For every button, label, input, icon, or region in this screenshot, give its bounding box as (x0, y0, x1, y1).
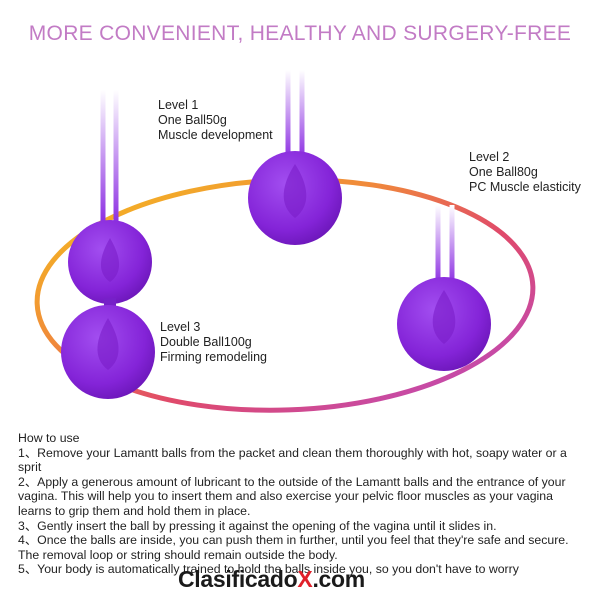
watermark-text-2: .com (312, 566, 365, 592)
step-4: 4、Once the balls are inside, you can pus… (18, 533, 569, 562)
step-5: 5、Your body is automatically trained to … (18, 562, 519, 577)
step-1: 1、Remove your Lamantt balls from the pac… (18, 445, 567, 475)
how-to-title: How to use (18, 431, 80, 445)
page-headline: MORE CONVENIENT, HEALTHY AND SURGERY-FRE… (28, 22, 572, 45)
watermark-text-1: Clasificado (178, 566, 298, 592)
single-ball-80g-product (397, 205, 491, 371)
level-title: Level 1 (158, 98, 199, 112)
level-benefit: PC Muscle elasticity (469, 180, 581, 194)
watermark-logo: ClasificadoX.com (178, 566, 365, 593)
level-title: Level 2 (469, 150, 510, 164)
step-2: 2、Apply a generous amount of lubricant t… (18, 474, 566, 518)
how-to-use-section: How to use 1、Remove your Lamantt balls f… (18, 431, 586, 577)
level-title: Level 3 (160, 320, 201, 334)
double-ball-product (61, 90, 155, 399)
watermark-x: X (297, 566, 313, 592)
level-weight: One Ball50g (158, 113, 227, 127)
level-3-label: Level 3 Double Ball100g Firming remodeli… (160, 320, 267, 365)
level-benefit: Muscle development (158, 128, 273, 142)
level-1-label: Level 1 One Ball50g Muscle development (158, 98, 273, 143)
product-illustration (34, 70, 536, 413)
single-ball-50g-product (248, 70, 342, 245)
level-weight: Double Ball100g (160, 335, 252, 349)
level-benefit: Firming remodeling (160, 350, 267, 364)
level-weight: One Ball80g (469, 165, 538, 179)
step-3: 3、Gently insert the ball by pressing it … (18, 518, 497, 533)
level-2-label: Level 2 One Ball80g PC Muscle elasticity (469, 150, 581, 195)
